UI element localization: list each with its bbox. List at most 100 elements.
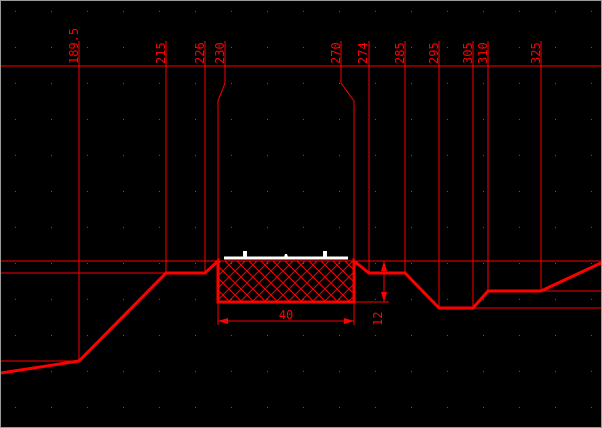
grid-dot xyxy=(483,371,484,372)
grid-dot xyxy=(159,47,160,48)
grid-dot xyxy=(339,119,340,120)
grid-dot xyxy=(123,83,124,84)
grid-dot xyxy=(483,119,484,120)
grid-dot xyxy=(195,47,196,48)
grid-dot xyxy=(519,227,520,228)
grid-dot xyxy=(483,227,484,228)
grid-dot xyxy=(375,191,376,192)
grid-dot xyxy=(447,191,448,192)
grid-dot xyxy=(15,335,16,336)
grid-dot xyxy=(267,407,268,408)
grid-dot xyxy=(231,155,232,156)
grid-dot xyxy=(447,47,448,48)
grid-dot xyxy=(51,227,52,228)
grid-dot xyxy=(231,227,232,228)
grid-dot xyxy=(123,227,124,228)
grid-dot xyxy=(303,47,304,48)
grid-dot xyxy=(87,299,88,300)
grid-dot xyxy=(87,11,88,12)
grid-dot xyxy=(447,227,448,228)
station-line-230 xyxy=(217,41,226,261)
grid-dot xyxy=(123,47,124,48)
grid-dot xyxy=(231,191,232,192)
grid-dot xyxy=(411,371,412,372)
grid-dot xyxy=(267,155,268,156)
grid-dot xyxy=(519,11,520,12)
station-label-305: 305 xyxy=(461,42,475,64)
grid-dot xyxy=(303,191,304,192)
height-dimension-label: 12 xyxy=(371,312,385,326)
grid-dot xyxy=(231,407,232,408)
grid-dot xyxy=(375,335,376,336)
grid-dot xyxy=(159,119,160,120)
grid-dot xyxy=(159,11,160,12)
grid-dot xyxy=(483,83,484,84)
grid-dot xyxy=(447,263,448,264)
grid-dot xyxy=(411,407,412,408)
grid-dot xyxy=(123,407,124,408)
grid-dot xyxy=(159,263,160,264)
grid-dot xyxy=(375,11,376,12)
grid-dot xyxy=(447,83,448,84)
grid-dot xyxy=(15,407,16,408)
grid-dot xyxy=(375,299,376,300)
grid-dot xyxy=(231,371,232,372)
grid-dot xyxy=(555,263,556,264)
grid-dot xyxy=(411,263,412,264)
grid-dot xyxy=(555,155,556,156)
grid-dot xyxy=(231,11,232,12)
grid-dot xyxy=(483,407,484,408)
grid-dot xyxy=(51,191,52,192)
grid-dot xyxy=(267,119,268,120)
grid-dot xyxy=(87,227,88,228)
hatched-box xyxy=(218,261,354,302)
grid-dot xyxy=(411,191,412,192)
grid-dot xyxy=(519,83,520,84)
grid-dot xyxy=(555,191,556,192)
grid-dot xyxy=(339,335,340,336)
grid-dot xyxy=(555,83,556,84)
grid-dot xyxy=(375,119,376,120)
grid-dot xyxy=(411,119,412,120)
grid-dot xyxy=(15,191,16,192)
grid-dot xyxy=(519,263,520,264)
grid-dot xyxy=(591,191,592,192)
grid-dot xyxy=(303,371,304,372)
grid-dot xyxy=(411,83,412,84)
grid-dot xyxy=(123,191,124,192)
grid-dot xyxy=(303,155,304,156)
grid-dot xyxy=(375,83,376,84)
grid-dot xyxy=(519,407,520,408)
grid-dot xyxy=(591,119,592,120)
grid-dots xyxy=(15,11,592,408)
grid-dot xyxy=(195,263,196,264)
grid-dot xyxy=(375,155,376,156)
grid-dot xyxy=(591,227,592,228)
station-line-270 xyxy=(340,41,355,261)
grid-dot xyxy=(123,11,124,12)
width-dimension-label: 40 xyxy=(279,308,293,322)
grid-dot xyxy=(15,47,16,48)
grid-dot xyxy=(159,299,160,300)
grid-dot xyxy=(159,227,160,228)
grid-dot xyxy=(267,83,268,84)
grid-dot xyxy=(555,119,556,120)
width-arrow-left xyxy=(218,318,228,324)
grid-dot xyxy=(267,335,268,336)
grid-dot xyxy=(519,119,520,120)
grid-dot xyxy=(519,371,520,372)
grid-dot xyxy=(447,371,448,372)
grid-dot xyxy=(195,191,196,192)
grid-dot xyxy=(339,83,340,84)
grid-dot xyxy=(87,83,88,84)
grid-dot xyxy=(339,11,340,12)
grid-dot xyxy=(411,11,412,12)
grid-dot xyxy=(231,83,232,84)
grid-dot xyxy=(15,11,16,12)
grid-dot xyxy=(267,47,268,48)
grid-dot xyxy=(159,407,160,408)
station-label-189-5: 189.5 xyxy=(67,28,81,64)
grid-dot xyxy=(591,155,592,156)
